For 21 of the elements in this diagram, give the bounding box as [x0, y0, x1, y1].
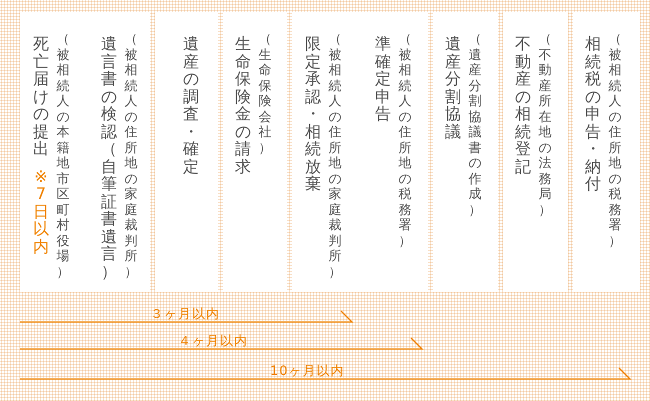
step-title: 死亡届けの提出: [32, 35, 50, 158]
office-note: （被相続人の住所地の家庭裁判所）: [124, 32, 138, 280]
step-title: 不動産の相続登記: [514, 35, 532, 175]
duration-label: ３ヶ月以内: [150, 306, 220, 323]
step-title: 遺言書の検認（自筆証書遺言）: [100, 35, 118, 280]
office-note: （不動産所在地の法務局）: [538, 32, 552, 218]
step-title: 限定承認・相続放棄: [304, 35, 322, 192]
step-title: 相続税の申告・納付: [584, 35, 602, 192]
duration-label: ４ヶ月以内: [178, 333, 248, 350]
deadline-note: ※7日以内: [32, 168, 50, 255]
step-title: 生命保険金の請求: [234, 35, 252, 175]
step-title: 遺産分割協議: [444, 35, 462, 140]
step-title: 遺産の調査・確定: [182, 35, 200, 175]
office-note: （被相続人の住所地の家庭裁判所）: [328, 32, 342, 280]
office-note: （被相続人の本籍地市区町村役場）: [56, 32, 70, 280]
office-note: （生命保険会社）: [258, 32, 272, 156]
office-note: （被相続人の住所地の税務署）: [608, 32, 622, 249]
office-note: （遺産分割協議書の作成）: [468, 32, 482, 218]
duration-label: 10ヶ月以内: [270, 363, 345, 380]
step-title: 準確定申告: [374, 35, 392, 122]
office-note: （被相続人の住所地の税務署）: [398, 32, 412, 249]
